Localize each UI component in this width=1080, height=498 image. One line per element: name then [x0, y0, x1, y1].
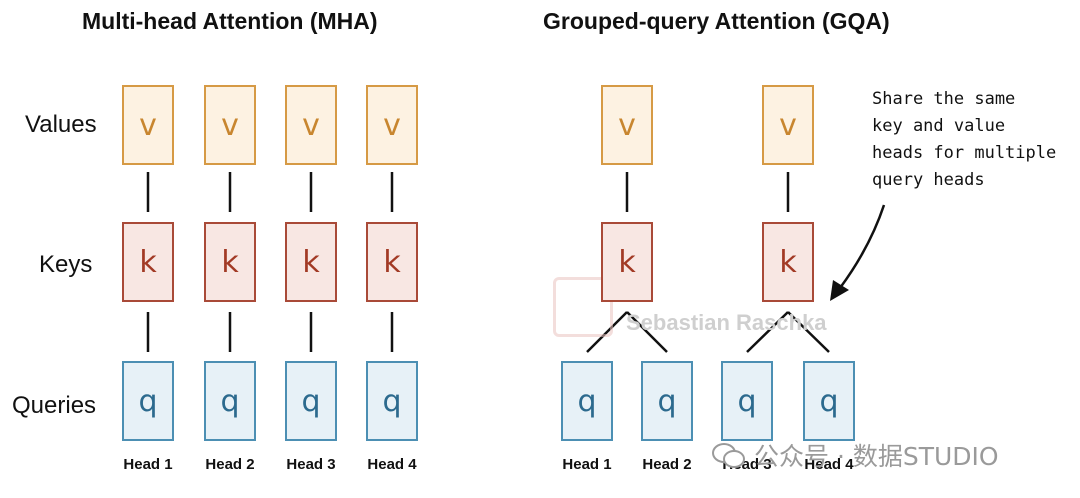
- channel-watermark-text: 公众号 · 数据STUDIO: [754, 442, 999, 471]
- gqa-title: Grouped-query Attention (GQA): [543, 8, 890, 34]
- gqa-annotation: Share the same key and value heads for m…: [872, 86, 1056, 194]
- row-label-keys: Keys: [39, 251, 93, 278]
- watermark-author: Sebastian Raschka: [626, 310, 827, 335]
- mha-key-box-2: k: [204, 222, 256, 302]
- row-label-queries: Queries: [12, 392, 97, 419]
- mha-value-box-4: v: [366, 85, 418, 165]
- gqa-branch-4: [787, 311, 830, 353]
- mha-query-box-4: q: [366, 361, 418, 441]
- mha-value-box-2: v: [204, 85, 256, 165]
- gqa-query-box-2: q: [641, 361, 693, 441]
- mha-head-label-2: Head 2: [205, 456, 255, 473]
- mha-query-box-2: q: [204, 361, 256, 441]
- annotation-line-2: key and value: [872, 116, 1006, 136]
- mha-key-box-3: k: [285, 222, 337, 302]
- mha-title: Multi-head Attention (MHA): [82, 8, 378, 34]
- gqa-branch-3: [746, 311, 789, 353]
- mha-head-label-1: Head 1: [123, 456, 173, 473]
- mha-key-box-4: k: [366, 222, 418, 302]
- gqa-query-box-4: q: [803, 361, 855, 441]
- annotation-arrow-shaft: [838, 204, 886, 289]
- mha-value-box-1: v: [122, 85, 174, 165]
- gqa-query-box-3: q: [721, 361, 773, 441]
- gqa-head-label-1: Head 1: [562, 456, 612, 473]
- gqa-head-label-2: Head 2: [642, 456, 692, 473]
- channel-watermark: 公众号 · 数据STUDIO: [712, 437, 999, 473]
- mha-query-box-1: q: [122, 361, 174, 441]
- row-label-values: Values: [25, 111, 97, 138]
- mha-head-label-4: Head 4: [367, 456, 417, 473]
- annotation-line-3: heads for multiple: [872, 143, 1057, 163]
- mha-head-label-3: Head 3: [286, 456, 336, 473]
- annotation-line-1: Share the same: [872, 89, 1016, 109]
- gqa-key-box-1: k: [601, 222, 653, 302]
- annotation-arrowhead: [830, 280, 849, 301]
- mha-value-box-3: v: [285, 85, 337, 165]
- annotation-line-4: query heads: [872, 170, 985, 190]
- mha-query-box-3: q: [285, 361, 337, 441]
- gqa-value-box-1: v: [601, 85, 653, 165]
- gqa-value-box-2: v: [762, 85, 814, 165]
- gqa-query-box-1: q: [561, 361, 613, 441]
- watermark-stamp-icon: [553, 277, 613, 337]
- wechat-icon: [712, 441, 746, 469]
- gqa-key-box-2: k: [762, 222, 814, 302]
- gqa-head-label-4: Head 4: [804, 456, 854, 473]
- mha-key-box-1: k: [122, 222, 174, 302]
- gqa-branch-2: [626, 311, 668, 353]
